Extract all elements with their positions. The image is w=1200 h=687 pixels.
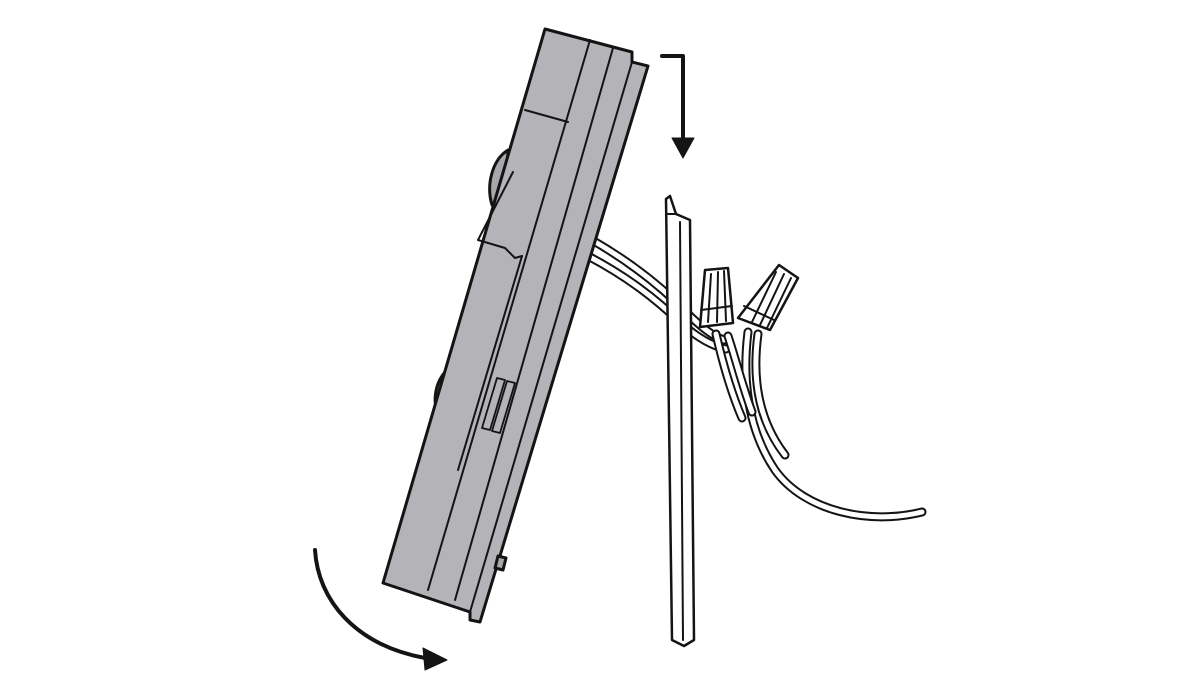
- device-rear-ridge: [457, 255, 523, 471]
- arrow-down-icon: [660, 54, 695, 159]
- wire-nut-left: [698, 266, 735, 329]
- mounting-plate-inner-edge: [679, 221, 684, 641]
- device-vent-slot-2: [491, 380, 516, 434]
- device-panel-line-2: [454, 47, 614, 601]
- curved-rotate-arrow-icon: [313, 548, 448, 671]
- device-panel-line-1: [427, 39, 591, 591]
- device-recess-top: [524, 109, 569, 123]
- device-front-edge: [469, 61, 633, 613]
- wall-wire-bundle: [711, 327, 927, 522]
- mounting-plate: [664, 194, 696, 648]
- thermostat-device: [381, 27, 650, 624]
- device-bottom-tab: [493, 554, 508, 572]
- device-body: [381, 27, 650, 624]
- device-recess-outline: [477, 171, 523, 259]
- mounting-plate-body: [664, 194, 696, 648]
- device-vent-slot-1: [481, 377, 506, 431]
- wire-nut-right: [736, 263, 800, 332]
